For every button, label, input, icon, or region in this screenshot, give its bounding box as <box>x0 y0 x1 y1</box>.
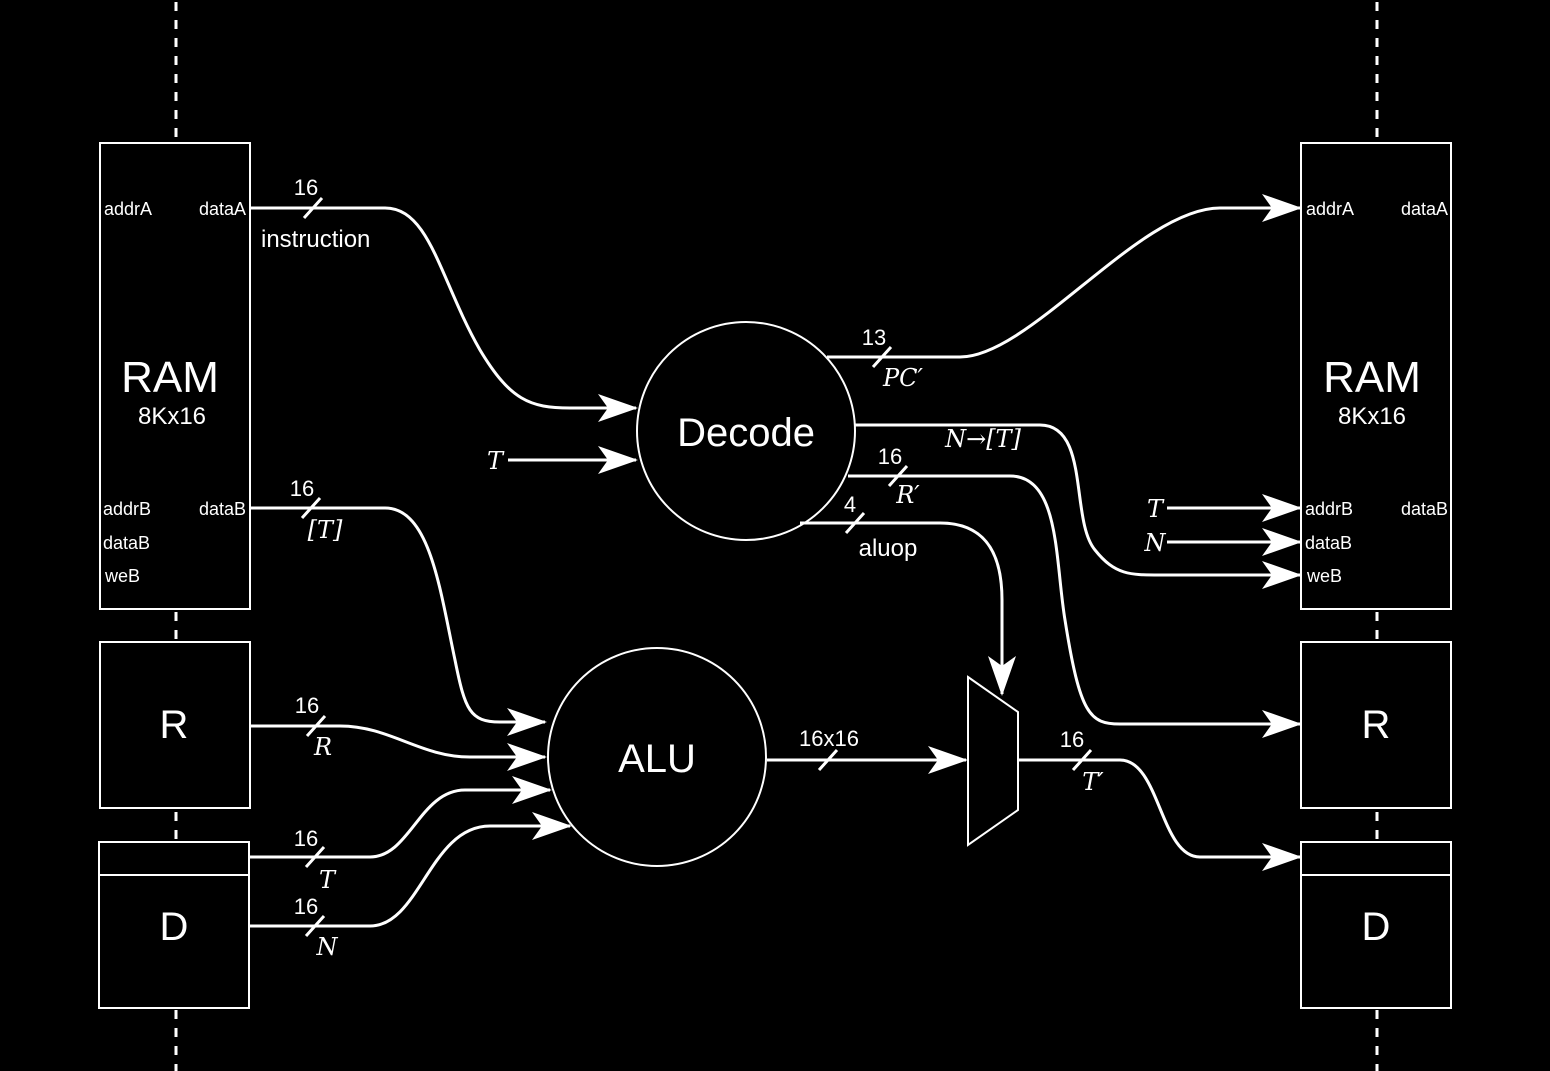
wire-ram-t: T <box>1147 494 1302 523</box>
wire-t-out: 16 T′ <box>1018 727 1302 871</box>
ram-right: RAM 8Kx16 addrA dataA addrB dataB dataB … <box>1300 142 1452 610</box>
n-to-t-label: N→[T] <box>944 425 1021 453</box>
ram-left-dataB-in: dataB <box>103 533 150 553</box>
ram-right-size: 8Kx16 <box>1338 403 1406 430</box>
t-out-width: 16 <box>1060 727 1084 752</box>
instruction-width: 16 <box>294 175 318 200</box>
ram-left-dataB-out: dataB <box>199 499 246 519</box>
ram-left-addrA: addrA <box>104 199 152 219</box>
aluop-label: aluop <box>859 535 918 562</box>
ram-right-dataB-in: dataB <box>1305 533 1352 553</box>
t-out-label: T′ <box>1082 768 1104 796</box>
r-out-width: 16 <box>878 444 902 469</box>
ram-left: RAM 8Kx16 addrA dataA addrB dataB dataB … <box>99 142 251 610</box>
wire-decode-t: T <box>487 446 638 475</box>
wire-instruction: 16 instruction <box>250 175 638 422</box>
aluop-width: 4 <box>844 492 856 517</box>
decode-unit: Decode <box>636 321 856 541</box>
r-in-label: R <box>313 733 332 761</box>
ram-left-weB: weB <box>104 566 140 586</box>
n-in-width: 16 <box>294 894 318 919</box>
wire-r-in: 16 R <box>250 693 547 771</box>
ram-left-dataA: dataA <box>199 199 246 219</box>
decode-label: Decode <box>677 411 815 455</box>
ram-right-addrA: addrA <box>1306 199 1354 219</box>
ram-left-title: RAM <box>121 353 219 402</box>
wire-ram-n: N <box>1144 528 1302 557</box>
ram-right-addrB: addrB <box>1305 499 1353 519</box>
ram-left-size: 8Kx16 <box>138 403 206 430</box>
ram-n-label: N <box>1144 529 1167 557</box>
ram-right-dataA: dataA <box>1401 199 1448 219</box>
wire-r-out: 16 R′ <box>848 444 1302 738</box>
wire-n-in: 16 N <box>250 812 572 961</box>
alu-out-width: 16x16 <box>799 726 859 751</box>
decode-t-label: T <box>487 447 505 475</box>
pc-width: 13 <box>862 325 886 350</box>
r-left-label: R <box>160 703 189 747</box>
pc-label: PC′ <box>882 364 924 392</box>
instruction-label: instruction <box>261 226 370 253</box>
ram-t-label: T <box>1147 495 1165 523</box>
d-right-label: D <box>1362 905 1391 949</box>
r-right-label: R <box>1362 703 1391 747</box>
wire-n-to-t: N→[T] <box>855 423 1302 589</box>
alu-unit: ALU <box>547 647 767 867</box>
r-left: R <box>99 641 251 809</box>
n-in-label: N <box>316 933 339 961</box>
ram-right-weB: weB <box>1306 566 1342 586</box>
r-in-width: 16 <box>295 693 319 718</box>
d-left-label: D <box>160 905 189 949</box>
ram-right-dataB-out: dataB <box>1401 499 1448 519</box>
wire-t-in: 16 T <box>250 776 552 894</box>
d-right: D <box>1300 841 1452 1009</box>
ram-left-addrB: addrB <box>103 499 151 519</box>
t-in-width: 16 <box>294 826 318 851</box>
mem-t-width: 16 <box>290 476 314 501</box>
mux <box>967 675 1019 847</box>
wire-aluop: 4 aluop <box>800 492 1016 696</box>
wire-mem-t: 16 [T] <box>250 476 547 736</box>
r-out-label: R′ <box>895 481 920 509</box>
d-left: D <box>98 841 250 1009</box>
ram-right-title: RAM <box>1323 353 1421 402</box>
r-right: R <box>1300 641 1452 809</box>
t-in-label: T <box>319 866 337 894</box>
wire-pc: 13 PC′ <box>827 194 1302 392</box>
mem-t-label: [T] <box>308 516 343 544</box>
wire-alu-out: 16x16 <box>767 726 968 774</box>
alu-label: ALU <box>618 737 696 781</box>
